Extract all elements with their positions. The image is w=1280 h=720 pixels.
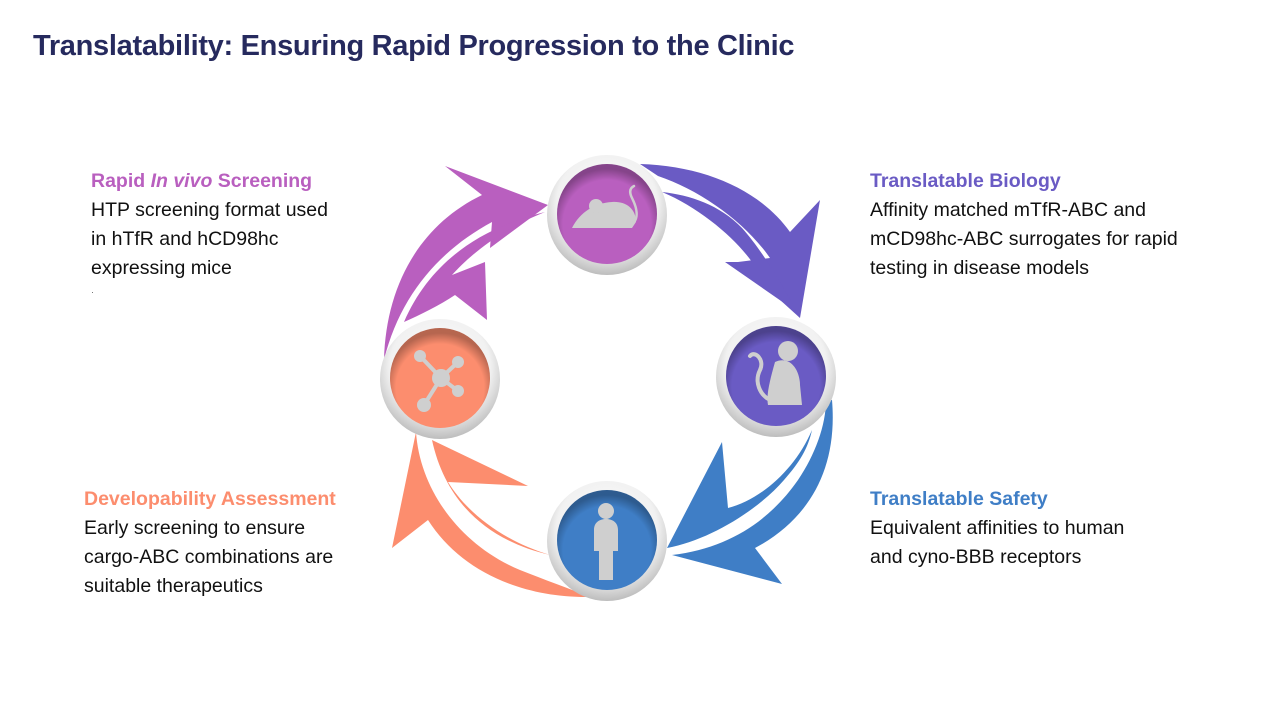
stage-screening-text: Rapid In vivo Screening HTP screening fo… — [91, 167, 328, 283]
page-title: Translatability: Ensuring Rapid Progress… — [33, 30, 795, 62]
stage-developability-text: Developability Assessment Early screenin… — [84, 485, 336, 601]
stage-developability-line: cargo-ABC combinations are — [84, 546, 334, 568]
arrow-inner-band — [432, 440, 550, 555]
stage-developability-line: suitable therapeutics — [84, 575, 263, 597]
node-biology — [716, 317, 836, 437]
node-developability — [380, 319, 500, 439]
arrow-inner-band — [404, 212, 545, 322]
stage-safety-line: Equivalent affinities to human — [870, 517, 1125, 539]
stage-biology-line: testing in disease models — [870, 257, 1089, 279]
monkey-icon — [748, 341, 802, 405]
arrow-screening-to-biology — [640, 164, 820, 318]
arrow-outer-band — [672, 400, 833, 584]
node-screening — [547, 155, 667, 275]
arrow-outer-band — [384, 166, 548, 360]
stage-biology-heading: Translatable Biology — [870, 170, 1061, 192]
heading-part: Rapid — [91, 170, 151, 192]
arrow-safety-to-developability — [392, 432, 590, 598]
heading-italic-part: In vivo — [150, 170, 213, 192]
stage-screening-line: expressing mice — [91, 257, 232, 279]
stage-biology-text: Translatable Biology Affinity matched mT… — [870, 167, 1178, 283]
molecule-icon — [414, 350, 464, 412]
human-icon — [594, 503, 618, 580]
stage-developability-heading: Developability Assessment — [84, 488, 336, 510]
stage-biology-line: Affinity matched mTfR-ABC and — [870, 199, 1146, 221]
mouse-icon — [572, 184, 638, 228]
arrow-developability-to-screening — [384, 166, 548, 360]
arrow-outer-band — [392, 432, 590, 598]
stage-safety-line: and cyno-BBB receptors — [870, 546, 1082, 568]
arrow-inner-band — [662, 192, 797, 312]
stage-safety-text: Translatable Safety Equivalent affinitie… — [870, 485, 1124, 572]
stage-biology-line: mCD98hc-ABC surrogates for rapid — [870, 228, 1178, 250]
heading-part: Screening — [212, 170, 313, 192]
stage-screening-heading: Rapid In vivo Screening — [91, 167, 328, 196]
stray-dot — [92, 292, 93, 293]
arrow-inner-band — [667, 430, 812, 548]
arrow-biology-to-safety — [667, 400, 833, 584]
stage-developability-line: Early screening to ensure — [84, 517, 306, 539]
arrow-outer-band — [640, 164, 820, 318]
node-safety — [547, 481, 667, 601]
stage-screening-line: in hTfR and hCD98hc — [91, 228, 279, 250]
stage-safety-heading: Translatable Safety — [870, 488, 1048, 510]
stage-screening-line: HTP screening format used — [91, 199, 328, 221]
